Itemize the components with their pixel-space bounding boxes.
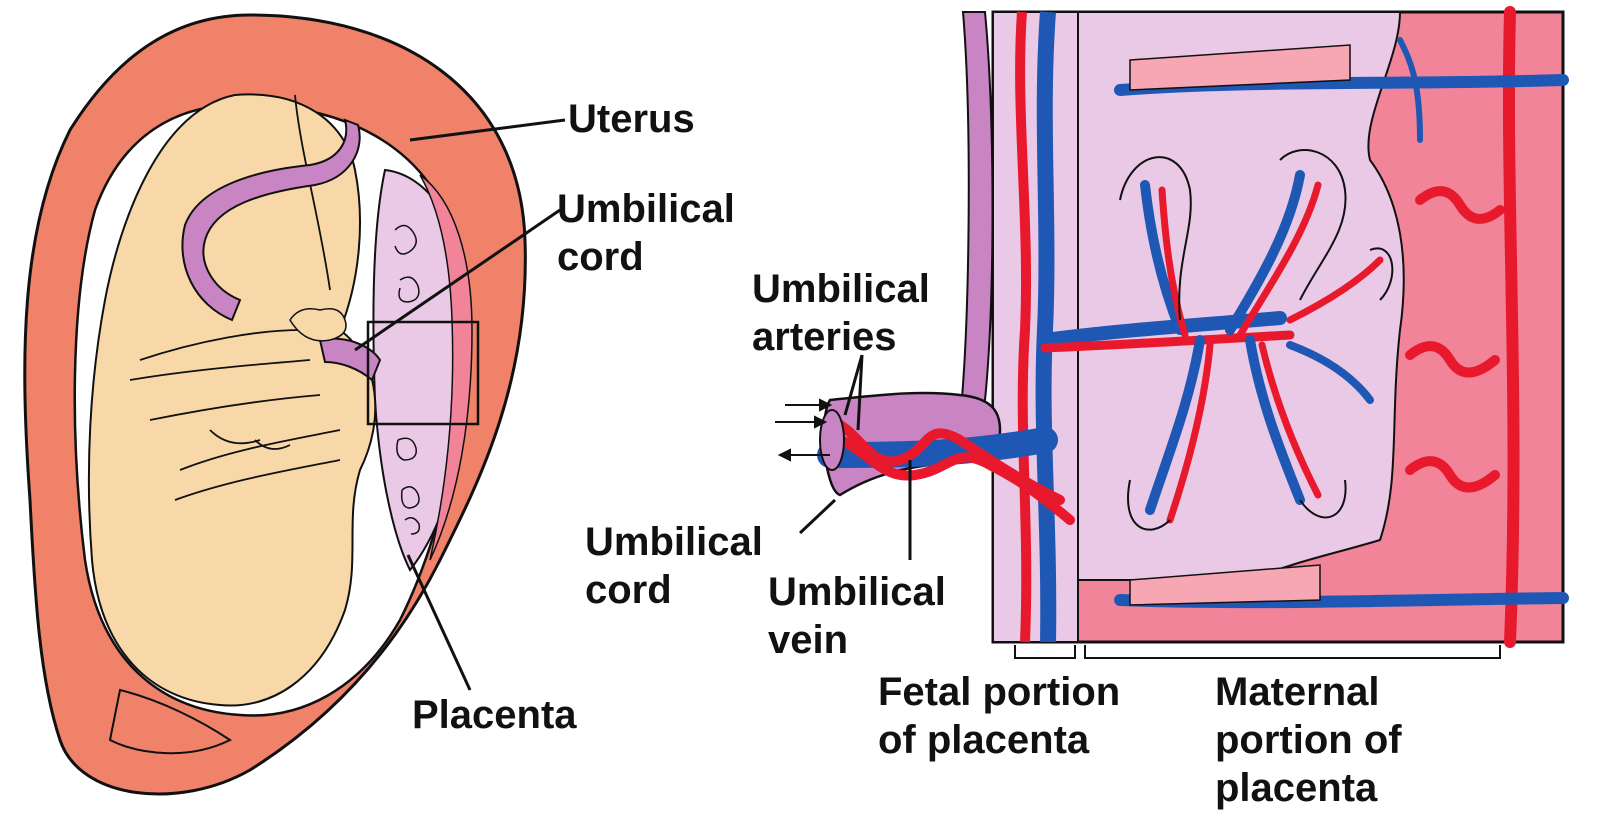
label-umbilical-arteries-1: Umbilical <box>752 267 930 311</box>
label-umbilical-vein-2: vein <box>768 618 848 662</box>
label-maternal-portion-2: portion of <box>1215 718 1402 762</box>
fetal-portion-bracket <box>1015 645 1075 658</box>
label-umbilical-cord-left-1: Umbilical <box>557 187 735 231</box>
label-umbilical-cord-left-2: cord <box>557 235 644 279</box>
label-maternal-portion-3: placenta <box>1215 766 1378 810</box>
maternal-portion-bracket <box>1085 645 1500 658</box>
cord-cut-end <box>820 410 844 470</box>
label-uterus: Uterus <box>568 97 695 141</box>
intervillous-space <box>1078 12 1404 580</box>
label-maternal-portion-1: Maternal <box>1215 670 1380 714</box>
uterus-illustration <box>25 15 526 794</box>
label-fetal-portion-1: Fetal portion <box>878 670 1120 714</box>
label-umbilical-vein-1: Umbilical <box>768 570 946 614</box>
label-umbilical-arteries-2: arteries <box>752 315 897 359</box>
label-umbilical-cord-right-2: cord <box>585 568 672 612</box>
chorionic-plate <box>993 12 1078 642</box>
label-fetal-portion-2: of placenta <box>878 718 1090 762</box>
membrane-strip <box>960 12 993 420</box>
chorionic-artery <box>1020 12 1026 642</box>
chorionic-vein <box>1044 12 1049 642</box>
label-umbilical-cord-right-1: Umbilical <box>585 520 763 564</box>
label-placenta: Placenta <box>412 693 577 737</box>
